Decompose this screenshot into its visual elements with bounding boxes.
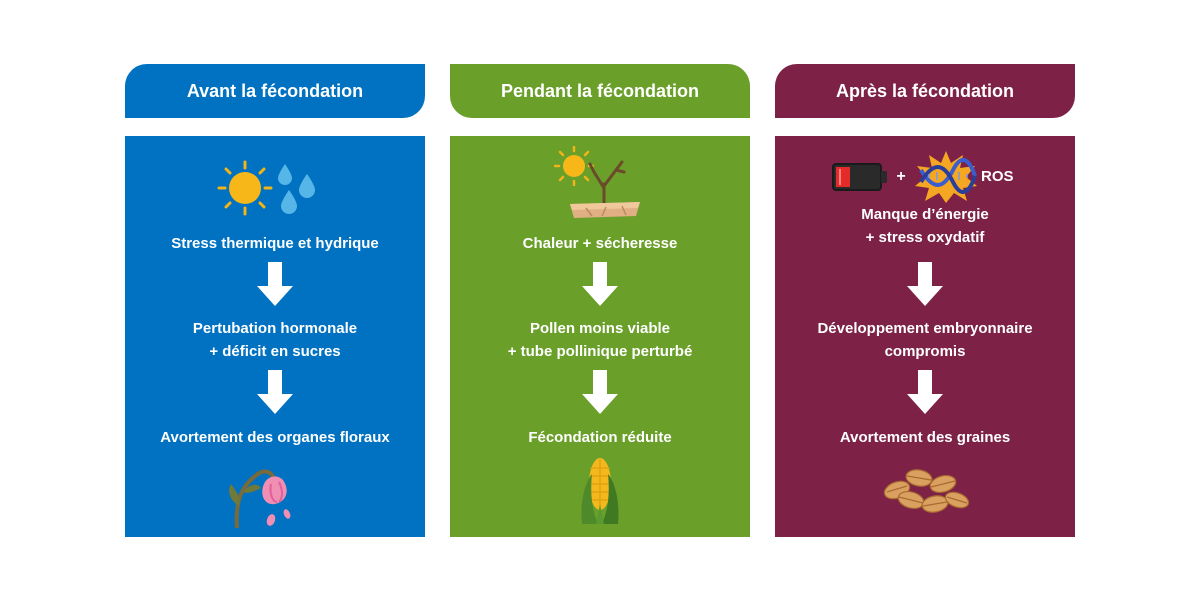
column-during-fertilization: Pendant la fécondation Chaleur + séchere… (450, 64, 750, 537)
header-after-fertilization: Après la fécondation (775, 64, 1075, 118)
panel-during-fertilization: Chaleur + sécheresse Pollen moins viable… (450, 136, 750, 537)
header-label: Avant la fécondation (186, 80, 364, 101)
down-arrow-icon (257, 262, 293, 306)
plus-sign: + (896, 168, 906, 185)
step-2-text: Pertubation hormonale + déficit en sucre… (192, 320, 358, 360)
down-arrow-icon (582, 262, 618, 306)
down-arrow-icon (907, 370, 943, 414)
step-3-text: Avortement des organes floraux (160, 429, 390, 446)
step-3-text: Fécondation réduite (528, 429, 672, 446)
corn-icon (581, 458, 619, 524)
step-3-text: Avortement des graines (839, 429, 1011, 446)
dry-ground-icon (570, 160, 640, 218)
panel-after-fertilization: + ROS Manque d’énergie + stress oxydatif… (775, 136, 1075, 537)
step-1-text: Stress thermique et hydrique (171, 235, 379, 252)
header-during-fertilization: Pendant la fécondation (450, 64, 750, 118)
sun-icon (217, 160, 273, 216)
sun-icon (554, 146, 594, 186)
dna-burst-icon (915, 151, 977, 203)
column-before-fertilization: Avant la fécondation Stress thermique et… (125, 64, 425, 537)
water-drops-icon (278, 164, 315, 214)
panel-before-fertilization: Stress thermique et hydrique Pertubation… (125, 136, 425, 537)
step-2-text: Développement embryonnaire compromis (817, 320, 1033, 360)
down-arrow-icon (257, 370, 293, 414)
low-battery-icon (832, 163, 887, 191)
header-label: Pendant la fécondation (500, 80, 700, 101)
down-arrow-icon (582, 370, 618, 414)
header-label: Après la fécondation (835, 80, 1015, 101)
ros-label: ROS (981, 168, 1014, 185)
step-2-text: Pollen moins viable + tube pollinique pe… (507, 320, 693, 360)
wilted-flower-icon (229, 469, 291, 529)
step-1-text: Manque d’énergie + stress oxydatif (861, 206, 989, 246)
seeds-icon (883, 469, 970, 513)
header-before-fertilization: Avant la fécondation (125, 64, 425, 118)
column-after-fertilization: Après la fécondation + ROS Manque d’éner… (775, 64, 1075, 537)
down-arrow-icon (907, 262, 943, 306)
step-1-text: Chaleur + sécheresse (522, 235, 678, 252)
